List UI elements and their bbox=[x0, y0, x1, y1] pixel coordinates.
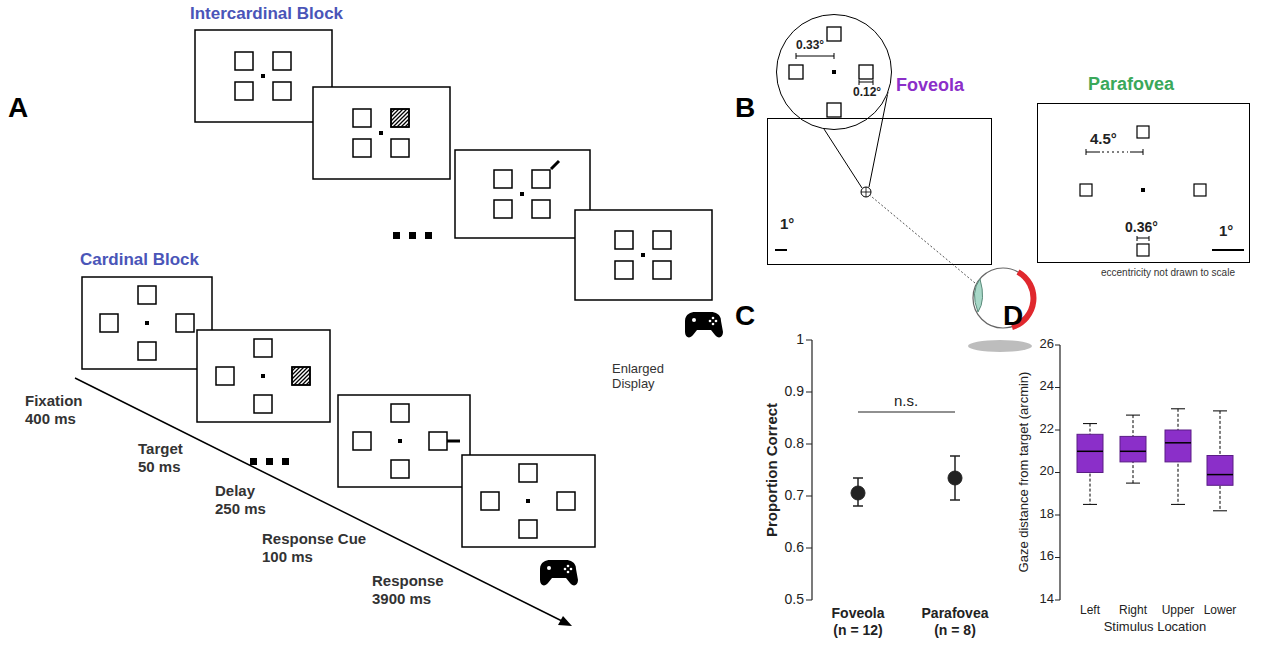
figure-label: 0.8 bbox=[785, 435, 804, 451]
node-text: 4.5° bbox=[1090, 130, 1117, 147]
figure-label: Upper bbox=[1162, 604, 1195, 618]
node-text: 0.33° bbox=[796, 39, 824, 53]
figure-label: 16 bbox=[1040, 549, 1054, 564]
figure-label: Foveola bbox=[832, 605, 885, 621]
node-text: Foveola bbox=[896, 75, 964, 96]
figure-label: 400 ms bbox=[25, 410, 76, 427]
figure-label: Gaze distance from target (arcmin) bbox=[1017, 372, 1032, 573]
figure-label: 14 bbox=[1040, 592, 1054, 607]
foveola-screen: Foveola1° bbox=[767, 118, 992, 265]
foveola-illustration bbox=[767, 14, 1033, 352]
figure-label: 1 bbox=[796, 331, 804, 347]
parafovea-illustration bbox=[1037, 103, 1250, 263]
node-text: eccentricity not drawn to scale bbox=[1101, 267, 1235, 279]
figure-label: 250 ms bbox=[215, 500, 266, 517]
figure-label: 0.5 bbox=[785, 591, 804, 607]
cardinal-screens bbox=[82, 277, 595, 585]
figure-label: 3900 ms bbox=[372, 590, 431, 607]
intercardinal-screens bbox=[195, 30, 723, 337]
accuracy-plot bbox=[806, 340, 962, 600]
figure-label: Target bbox=[138, 440, 183, 457]
figure-label: Parafovea bbox=[922, 605, 989, 621]
figure-label: 18 bbox=[1040, 507, 1054, 522]
node-text: 0.12° bbox=[853, 86, 881, 100]
figure-label: 50 ms bbox=[138, 458, 181, 475]
figure-label: Lower bbox=[1204, 604, 1237, 618]
figure-label: B bbox=[735, 92, 755, 124]
node-text: 0.36° bbox=[1125, 219, 1158, 235]
figure-label: 20 bbox=[1040, 464, 1054, 479]
figure-label: C bbox=[735, 300, 755, 332]
node-text: Parafovea bbox=[1088, 74, 1174, 95]
figure-label: A bbox=[8, 92, 28, 124]
figure-label: n.s. bbox=[894, 392, 918, 409]
figure-label: Response Cue bbox=[262, 530, 366, 547]
parafovea-screen: Parafovea4.5°0.36°1°eccentricity not dra… bbox=[1037, 103, 1250, 263]
figure-label: 24 bbox=[1040, 379, 1054, 394]
figure-label: Right bbox=[1119, 604, 1147, 618]
figure-label: (n = 8) bbox=[934, 622, 976, 638]
node-text: 1° bbox=[1219, 222, 1233, 239]
figure-label: 100 ms bbox=[262, 548, 313, 565]
figure-label: Response bbox=[372, 572, 444, 589]
figure-label: 0.9 bbox=[785, 383, 804, 399]
figure-label: Cardinal Block bbox=[80, 250, 199, 270]
node-text: 1° bbox=[780, 215, 794, 232]
figure-label: Enlarged Display bbox=[612, 362, 682, 392]
figure-label: D bbox=[1003, 300, 1023, 332]
figure-label: 26 bbox=[1040, 337, 1054, 352]
magnifier-circle: 0.33° 0.12° bbox=[776, 14, 892, 130]
figure-label: Delay bbox=[215, 482, 255, 499]
figure-label: Stimulus Location bbox=[1104, 620, 1207, 635]
figure-label: Fixation bbox=[25, 392, 83, 409]
figure-label: (n = 12) bbox=[833, 622, 882, 638]
figure-label: Left bbox=[1080, 604, 1100, 618]
gaze-boxplot bbox=[1055, 345, 1233, 600]
figure-label: Proportion Correct bbox=[763, 403, 780, 537]
figure-label: 0.6 bbox=[785, 539, 804, 555]
figure-label: 22 bbox=[1040, 422, 1054, 437]
figure-label: Intercardinal Block bbox=[190, 4, 343, 24]
figure-label: 0.7 bbox=[785, 487, 804, 503]
